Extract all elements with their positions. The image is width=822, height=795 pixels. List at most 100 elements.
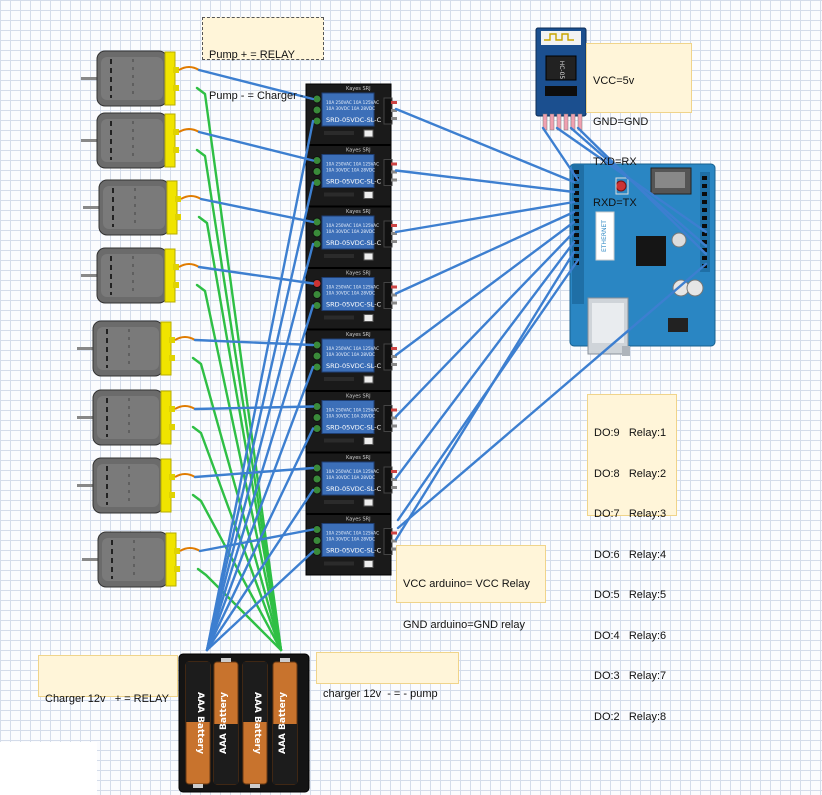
relay-cube	[321, 461, 375, 496]
battery-cell-tip	[280, 658, 290, 662]
motor-shaft	[77, 416, 95, 419]
battery-cell-4: AAA Battery	[272, 658, 298, 785]
relay-label: SRD-05VDC-SL-C	[326, 178, 382, 186]
motor-cap	[164, 113, 176, 168]
relay-pin	[391, 240, 397, 243]
hc05-chip	[545, 55, 577, 81]
motor-lead	[180, 195, 202, 200]
arduino-ethernet: ETHERNET	[569, 163, 716, 356]
relay-pin	[391, 109, 397, 112]
battery-cell-3: AAA Battery	[242, 661, 268, 788]
relay-spec: 10A 30VDC 10A 28VDC	[326, 475, 375, 480]
relay-resistor	[324, 377, 354, 381]
relay-brand: Kayes SRJ	[346, 517, 371, 523]
motor-terminal	[175, 196, 181, 202]
arduino-header-pin	[702, 240, 707, 244]
motor-lead	[174, 473, 196, 478]
wire-relay-battery-1	[205, 119, 315, 652]
relay-pin	[391, 224, 397, 227]
motor-lead	[174, 405, 196, 410]
motor-shade	[101, 57, 163, 100]
bluetooth-module: HC-05	[535, 27, 587, 131]
arduino-jack-inner	[592, 303, 624, 343]
wire-relay-battery-3	[205, 242, 315, 652]
relay-spec: 10A 250VAC 10A 125VAC	[326, 469, 379, 474]
relay-resistor	[324, 131, 354, 135]
relay-header	[383, 159, 393, 186]
relay-cube	[321, 523, 375, 557]
relay-pin	[391, 408, 397, 412]
relay-led	[363, 437, 374, 445]
relay-spec: 10A 30VDC 10A 28VDC	[326, 352, 375, 357]
relay-pin	[391, 347, 397, 350]
wire-motor-relay-5	[193, 338, 315, 347]
motor-cap	[166, 180, 178, 235]
relay-terminal	[312, 290, 322, 299]
arduino-header-pin	[574, 198, 579, 202]
relay-resistor	[324, 500, 354, 504]
relay-pin	[391, 424, 397, 428]
wire-motor-battery-7	[191, 493, 283, 652]
motor-6	[77, 389, 196, 446]
wire-relay-battery-6	[205, 427, 315, 652]
relay-label: SRD-05VDC-SL-C	[326, 362, 382, 370]
arduino-header-pin	[702, 248, 707, 252]
battery-cell-tip	[221, 658, 231, 662]
motor-terminal	[174, 566, 180, 572]
arduino-sd-card	[655, 172, 685, 188]
relay-label: SRD-05VDC-SL-C	[326, 239, 382, 247]
relay-pin	[391, 363, 397, 366]
note-mapping-line-2: DO:8 Relay:2	[594, 467, 667, 480]
motor-shade	[102, 538, 164, 581]
wire-relay-battery-7	[205, 488, 315, 652]
relay-pin	[391, 547, 397, 551]
motor-terminal	[169, 492, 175, 498]
wire-relay-arduino-6	[394, 230, 576, 418]
arduino-header-right	[700, 172, 710, 272]
relay-terminal	[312, 105, 322, 115]
note-bluetooth-line-3: TXD=RX	[593, 156, 637, 168]
note-mapping-line-3: DO:7 Relay:3	[594, 508, 667, 520]
motor-lead	[179, 547, 201, 552]
relay-pin	[391, 293, 397, 297]
motor-shade	[103, 186, 165, 229]
relay-pin	[391, 101, 397, 104]
wire-bt-vcc	[541, 126, 580, 182]
note-charger-minus: charger 12v - = - pump	[316, 652, 459, 700]
relay-pin	[391, 355, 397, 358]
relay-spec: 10A 250VAC 10A 125VAC	[326, 408, 379, 413]
motor-4	[81, 247, 200, 304]
motor-terminal	[169, 424, 175, 430]
arduino-header-pin	[574, 219, 579, 223]
relay-header	[383, 343, 393, 371]
relay-cube	[321, 92, 375, 127]
relay-brand: Kayes SRJ	[346, 455, 371, 461]
relay-pin	[391, 470, 397, 473]
arduino-header-pin	[574, 254, 579, 258]
relay-spec: 10A 30VDC 10A 28VDC	[326, 414, 375, 419]
relay-resistor	[324, 254, 354, 258]
note-mapping-line-5: DO:5 Relay:5	[594, 589, 667, 601]
wire-arduino-gnd-relay	[396, 258, 580, 522]
motor-terminal	[174, 548, 180, 554]
relay-brand: Kayes SRJ	[346, 209, 371, 215]
battery-cell-label: AAA Battery	[252, 692, 262, 754]
wire-relay-arduino-4	[394, 210, 576, 295]
arduino-header-pin	[702, 184, 707, 188]
motor-lead	[178, 128, 200, 133]
relay-header	[383, 97, 393, 125]
relay-led	[363, 252, 374, 261]
relay-resistor	[324, 315, 354, 320]
motor-lead	[178, 66, 200, 71]
relay-pin	[391, 178, 397, 182]
motor-shaft	[77, 347, 95, 350]
wire-motor-relay-2	[197, 130, 315, 162]
arduino-header-pin	[574, 184, 579, 188]
relay-pin	[391, 285, 397, 289]
arduino-board: ETHERNET	[569, 163, 716, 356]
